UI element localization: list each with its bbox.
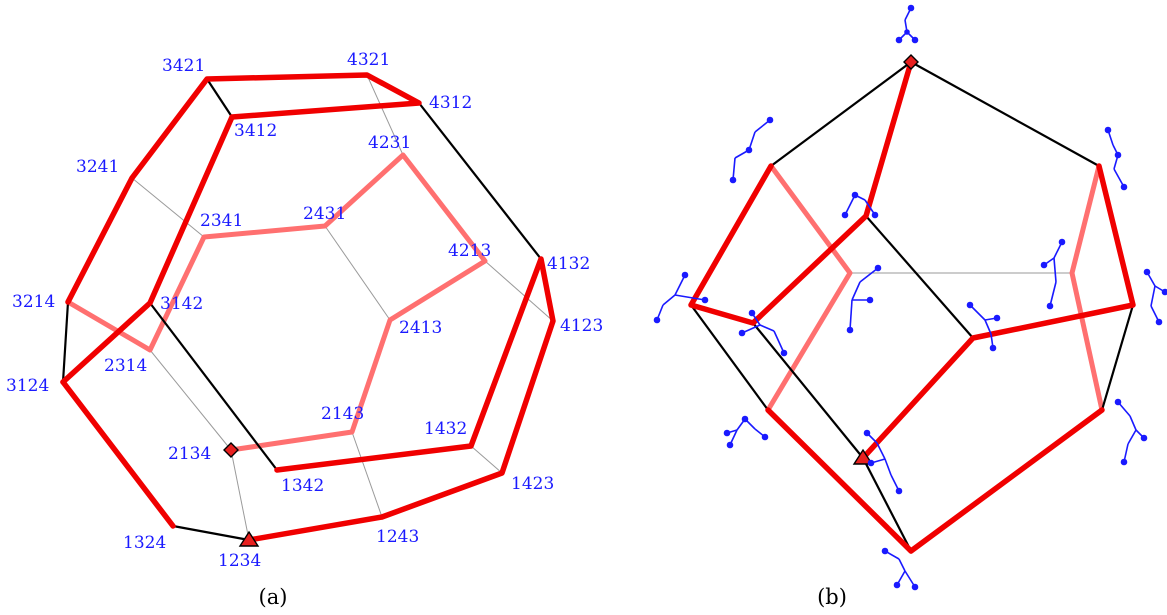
red-path-edges [60,72,556,543]
binary-tree-icon [881,547,919,591]
binary-tree-icon [1040,238,1066,310]
binary-tree-icon [653,271,709,324]
red-path-edges [688,59,1136,554]
binary-tree-icon [1114,398,1148,466]
vertex-label: 1243 [376,527,419,547]
vertex-label: 2413 [399,318,442,338]
pink-cycle-edges [65,152,488,453]
panel-b-tree-graph: (b) [653,4,1167,609]
black-edges [690,61,1135,552]
pink-cycle-edges [765,163,1105,413]
binary-tree-icon [966,301,1001,352]
vertex-label: 3421 [162,56,205,76]
hidden-edges [131,74,554,541]
binary-tree-icon [863,429,903,495]
binary-tree-icon [723,415,769,449]
vertex-label: 2314 [104,356,147,376]
vertex-label: 3124 [6,376,49,396]
binary-tree-icon [895,4,919,44]
vertex-labels: 3421 4321 4312 3412 3241 4231 2341 2431 … [6,50,603,571]
vertex-label: 4213 [448,241,491,261]
vertex-label: 1234 [218,551,261,571]
vertex-label: 4123 [560,316,603,336]
vertex-label: 1432 [424,419,467,439]
panel-a-caption: (a) [259,585,288,609]
vertex-label: 2341 [200,211,243,231]
vertex-label: 3142 [160,294,203,314]
vertex-label: 4321 [347,50,390,70]
vertex-label: 2431 [303,204,346,224]
vertex-label: 1342 [281,476,324,496]
binary-tree-icon [1104,126,1128,191]
binary-tree-icon [1143,268,1167,326]
vertex-label: 4312 [429,93,472,113]
triangle-marker [852,448,874,465]
vertex-label: 4132 [547,254,590,274]
binary-tree-icon [729,116,774,184]
panel-a-permutohedron: 3421 4321 4312 3412 3241 4231 2341 2431 … [6,50,603,609]
triangle-marker [238,530,260,547]
vertex-label: 1324 [123,533,166,553]
binary-tree-icon [738,309,788,357]
vertex-label: 3214 [12,292,55,312]
vertex-label: 3412 [234,121,277,141]
vertex-label: 3241 [76,157,119,177]
vertex-label: 2143 [321,404,364,424]
vertex-label: 2134 [168,444,211,464]
binary-tree-icon [846,264,882,334]
binary-tree-icon [841,191,879,219]
diamond-marker [903,54,919,70]
binary-tree-icons [653,4,1167,591]
black-edges [61,78,542,542]
vertex-label: 4231 [368,133,411,153]
diamond-marker [223,442,239,458]
vertex-label: 1423 [511,474,554,494]
panel-b-caption: (b) [817,585,847,609]
